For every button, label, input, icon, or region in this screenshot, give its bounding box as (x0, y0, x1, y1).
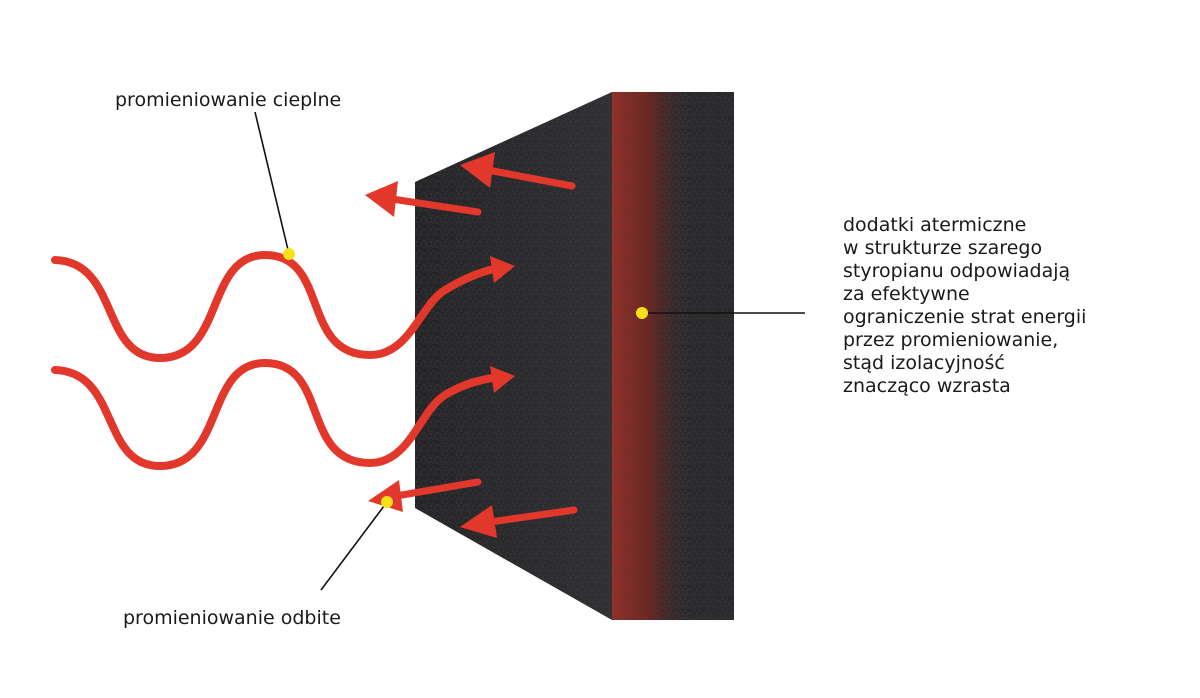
arrow-bottom-left (392, 478, 482, 500)
reflected-arrows (365, 152, 578, 538)
additives-line: ograniczenie strat energii (843, 306, 1087, 328)
marker-thermal (283, 248, 295, 260)
leader-thermal (254, 111, 290, 255)
arrowhead-lower-wave (490, 366, 515, 393)
arrow-top-left (388, 195, 482, 216)
additives-line: w strukturze szarego (843, 237, 1043, 259)
wave-lower (51, 358, 502, 471)
additives-line: za efektywne (843, 283, 970, 305)
arrow-top-right (484, 166, 576, 190)
additives-line: znacząco wzrasta (843, 375, 1011, 397)
wave-upper (51, 250, 502, 363)
additives-line: dodatki atermiczne (843, 214, 1027, 236)
markers (283, 248, 648, 508)
styrofoam-panel (415, 92, 734, 620)
label-reflected-radiation: promieniowanie odbite (123, 607, 341, 629)
label-atermic-additives: dodatki atermiczne w strukturze szarego … (843, 214, 1086, 398)
additives-line: styropianu odpowiadają (843, 260, 1071, 282)
arrowhead-upper-wave (490, 256, 515, 283)
label-thermal-radiation: promieniowanie cieplne (115, 89, 342, 111)
marker-reflected (381, 496, 393, 508)
wave-arrowheads (490, 256, 515, 393)
thermal-radiation-waves (51, 250, 502, 471)
marker-additives (636, 307, 648, 319)
arrow-bottom-right (486, 506, 578, 526)
additives-line: przez promieniowanie, (843, 329, 1059, 351)
leader-reflected (320, 501, 388, 591)
additives-line: stąd izolacyjność (843, 352, 1005, 374)
leader-lines (254, 111, 805, 591)
